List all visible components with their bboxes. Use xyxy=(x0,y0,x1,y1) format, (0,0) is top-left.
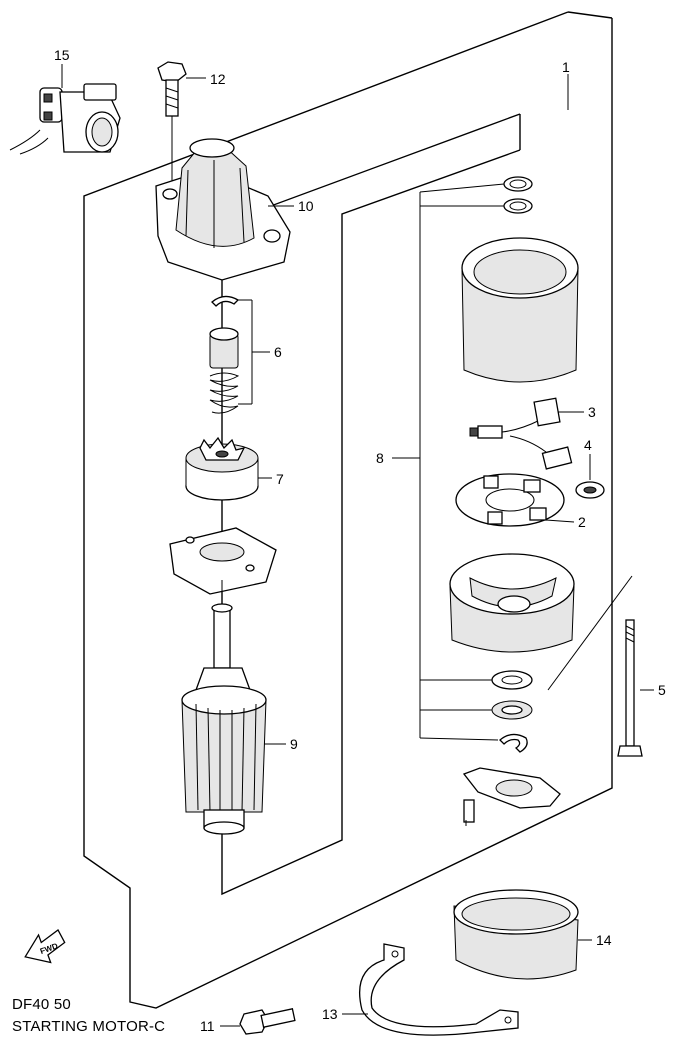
through-bolt-icon xyxy=(617,619,643,757)
callout-1: 1 xyxy=(562,59,570,75)
yoke-frame-icon xyxy=(461,237,579,383)
motor-band-icon xyxy=(358,943,519,1036)
fwd-arrow-icon: FWD xyxy=(24,929,66,964)
brush-set-icon xyxy=(469,397,573,470)
callout-3: 3 xyxy=(588,404,596,420)
lower-washers-icon xyxy=(491,670,533,753)
leader-lines xyxy=(61,64,654,1027)
callout-labels: 15 12 1 10 6 7 9 3 4 2 8 5 14 13 11 xyxy=(54,47,666,1034)
bearing-icon xyxy=(575,481,605,499)
brush-holder-plate-icon xyxy=(455,473,565,527)
washer-icon xyxy=(503,176,533,214)
thrust-washer-plate-icon xyxy=(169,527,277,595)
starter-relay-icon xyxy=(9,83,121,155)
pinion-stop-set-icon xyxy=(209,295,253,414)
callout-12: 12 xyxy=(210,71,226,87)
callout-13: 13 xyxy=(322,1006,338,1022)
callout-8: 8 xyxy=(376,450,384,466)
callout-9: 9 xyxy=(290,736,298,752)
bolt-12-icon xyxy=(157,61,187,186)
end-bracket-plate-icon xyxy=(462,767,561,823)
front-bracket-icon xyxy=(155,138,291,281)
callout-5: 5 xyxy=(658,682,666,698)
armature-icon xyxy=(181,603,267,835)
callout-11: 11 xyxy=(200,1018,215,1034)
callout-4: 4 xyxy=(584,437,592,453)
callout-14: 14 xyxy=(596,932,612,948)
section-title: STARTING MOTOR-C xyxy=(12,1018,166,1035)
end-cover-icon xyxy=(449,553,575,653)
callout-7: 7 xyxy=(276,471,284,487)
callout-6: 6 xyxy=(274,344,282,360)
callout-10: 10 xyxy=(298,198,314,214)
pinion-gear-icon xyxy=(185,436,259,501)
callout-2: 2 xyxy=(578,514,586,530)
model-label: DF40 50 xyxy=(12,996,71,1013)
rubber-cushion-icon xyxy=(453,889,579,980)
bolt-11-icon xyxy=(239,1008,296,1035)
callout-15: 15 xyxy=(54,47,70,63)
